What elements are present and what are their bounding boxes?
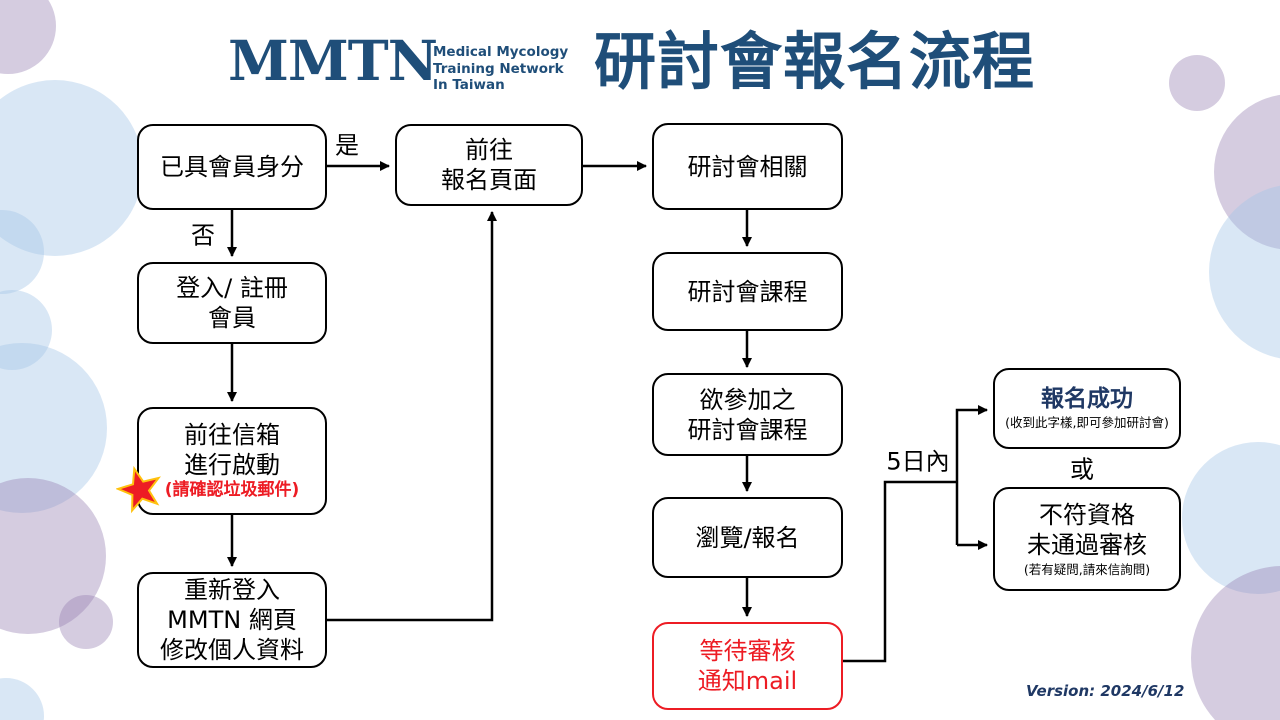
logo-subtitle-line: In Taiwan [433,77,505,94]
node-label-line: 研討會課程 [687,415,808,444]
decorative-circle [1169,55,1225,111]
node-not-qualified: 不符資格 未通過審核 (若有疑問,請來信詢問) [993,487,1181,591]
page-title: 研討會報名流程 [594,25,1036,98]
node-member-check: 已具會員身分 [137,124,327,210]
connector-wait-to-branch [843,480,957,663]
node-goto-registration-page: 前往 報名頁面 [395,124,583,206]
logo-subtitle-line: Medical Mycology [433,44,569,60]
node-activate-mailbox: 前往信箱 進行啟動 (請確認垃圾郵件) [137,407,327,515]
node-label-line: 前往信箱 [184,421,280,450]
decorative-circle [1209,184,1280,360]
node-label-line: 進行啟動 [184,451,280,480]
node-login-register: 登入/ 註冊 會員 [137,262,327,344]
edge-label-yes: 是 [335,131,359,160]
node-label-line: 不符資格 [1039,500,1135,529]
node-label-line: 通知mail [697,667,798,695]
node-seminar-courses: 研討會課程 [652,252,843,331]
node-browse-register: 瀏覽/報名 [652,497,843,578]
node-label-line: 已具會員身分 [160,153,304,181]
star-icon [116,466,161,514]
node-desired-seminar-courses: 欲參加之 研討會課程 [652,373,843,456]
node-label-line: 重新登入 [184,576,280,604]
edge-label-within-days: 5日內 [886,447,950,476]
node-label-line: 欲參加之 [699,385,796,414]
success-title: 報名成功 [1041,385,1133,412]
mmtn-logo-subtitle: Medical Mycology Training Network In Tai… [433,44,568,94]
decorative-circle [0,80,143,256]
edge-label-or: 或 [1070,455,1094,484]
node-label-line: MMTN 網頁 [167,606,297,634]
decorative-circle [59,595,113,649]
node-label-line: 修改個人資料 [160,636,304,664]
node-relogin-edit-profile: 重新登入 MMTN 網頁 修改個人資料 [137,572,327,668]
node-label-line: 登入/ 註冊 [176,274,288,302]
node-registration-success: 報名成功 (收到此字樣,即可參加研討會) [993,368,1181,449]
mmtn-logo: MMTN [228,28,438,93]
node-label-line: 研討會課程 [687,277,808,306]
not-qualified-note: (若有疑問,請來信詢問) [1023,561,1151,577]
version-text: Version: 2024/6/12 [1026,682,1185,700]
node-label-line: 等待審核 [699,637,796,665]
node-label-line: 瀏覽/報名 [695,523,800,552]
node-seminar-related: 研討會相關 [652,123,843,210]
decorative-circle [0,0,56,74]
node-label-line: 會員 [208,304,256,332]
decorative-circle [0,678,44,720]
node-label-line: 前往 [465,136,513,164]
decorative-circle [1191,566,1280,720]
success-note: (收到此字樣,即可參加研討會) [1005,415,1169,431]
node-label-line: 報名頁面 [441,166,537,194]
node-label-line: 研討會相關 [687,152,808,181]
logo-subtitle-line: Training Network [433,60,564,77]
connector-branch-to-success [955,405,988,545]
node-wait-review-mail: 等待審核 通知mail [652,622,843,710]
node-label-line: 未通過審核 [1027,530,1147,559]
connector-relogin-to-goto [325,211,497,622]
spam-warning-text: (請確認垃圾郵件) [164,480,300,501]
edge-label-no: 否 [191,221,215,250]
